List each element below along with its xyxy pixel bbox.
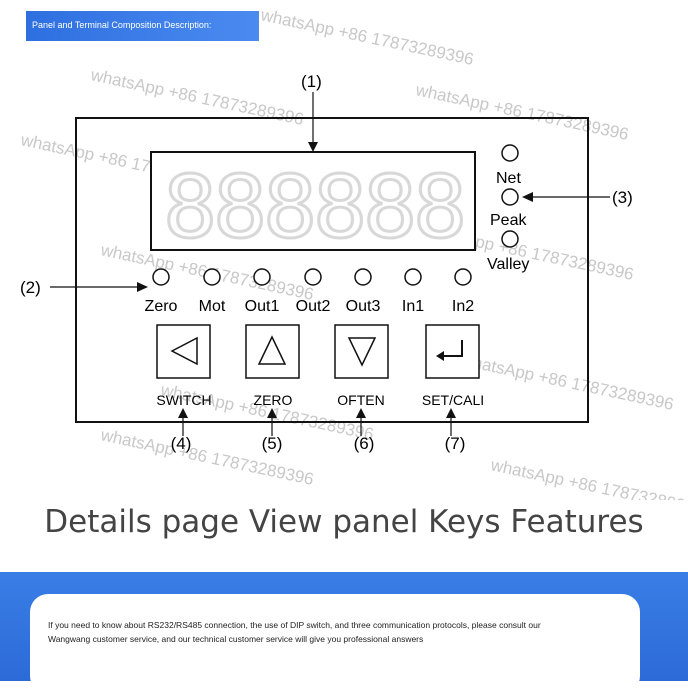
- in2-led-label: In2: [452, 298, 474, 315]
- in2-led: [454, 268, 472, 286]
- key-set-cali[interactable]: [425, 324, 480, 379]
- valley-label: Valley: [487, 256, 529, 273]
- down-triangle-icon: [347, 337, 377, 367]
- left-triangle-icon: [170, 336, 198, 366]
- page-title: Details page View panel Keys Features: [44, 504, 644, 540]
- callout-4: (4): [171, 434, 192, 453]
- callout-6: (6): [354, 434, 375, 453]
- out2-led-label: Out2: [296, 298, 331, 315]
- watermark: whatsApp +86 17873289396: [413, 80, 630, 144]
- footer-text: If you need to know about RS232/RS485 co…: [48, 620, 541, 644]
- footer-card: If you need to know about RS232/RS485 co…: [30, 594, 640, 694]
- valley-led: [501, 230, 519, 248]
- indicator-led-row: [152, 268, 472, 286]
- mot-led: [203, 268, 221, 286]
- peak-label: Peak: [490, 212, 527, 229]
- watermark: whatsApp +86 17873289396: [88, 65, 305, 129]
- enter-icon: [436, 340, 463, 361]
- out1-led-label: Out1: [245, 298, 280, 315]
- key-zero-label: ZERO: [254, 392, 293, 408]
- watermark: whatsApp +86 17873289396: [458, 350, 675, 414]
- key-often[interactable]: [334, 324, 389, 379]
- up-triangle-icon: [257, 335, 287, 365]
- out2-led: [304, 268, 322, 286]
- in1-led-label: In1: [402, 298, 424, 315]
- key-switch-label: SWITCH: [156, 392, 211, 408]
- watermark: whatsApp +86 17873289396: [258, 5, 475, 69]
- out3-led: [354, 268, 372, 286]
- callout-3: (3): [612, 188, 633, 207]
- key-zero[interactable]: [245, 324, 300, 379]
- header-title: Panel and Terminal Composition Descripti…: [32, 20, 212, 30]
- panel-frame: [75, 117, 589, 423]
- peak-led: [501, 188, 519, 206]
- net-label: Net: [496, 170, 521, 187]
- mot-led-label: Mot: [199, 298, 226, 315]
- display-digits: 888888: [163, 158, 463, 258]
- net-led: [501, 144, 519, 162]
- callout-2: (2): [20, 278, 41, 297]
- panel-diagram: whatsApp +86 17873289396 whatsApp +86 17…: [18, 5, 688, 500]
- zero-led: [152, 268, 170, 286]
- display-window: [150, 151, 476, 251]
- key-switch[interactable]: [156, 324, 211, 379]
- footer-band: If you need to know about RS232/RS485 co…: [0, 572, 688, 694]
- out1-led: [253, 268, 271, 286]
- key-often-label: OFTEN: [337, 392, 384, 408]
- watermark: whatsApp +86 17873289396: [98, 425, 315, 489]
- callout-7: (7): [445, 434, 466, 453]
- callout-1: (1): [301, 72, 322, 91]
- key-set-cali-label: SET/CALI: [422, 392, 484, 408]
- header-banner: Panel and Terminal Composition Descripti…: [26, 11, 259, 41]
- out3-led-label: Out3: [346, 298, 381, 315]
- watermark: whatsApp +86 17873289396: [488, 455, 688, 500]
- callout-5: (5): [262, 434, 283, 453]
- zero-led-label: Zero: [145, 298, 178, 315]
- in1-led: [404, 268, 422, 286]
